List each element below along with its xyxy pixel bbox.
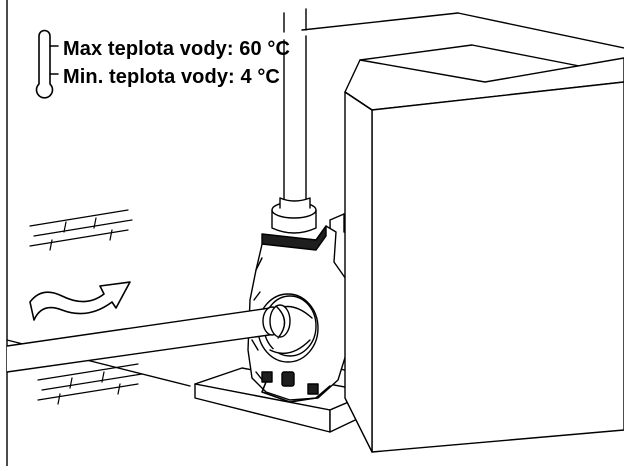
wavy-arrow-icon bbox=[29, 281, 131, 321]
drain-plug bbox=[281, 371, 295, 387]
front-wall-block bbox=[344, 57, 624, 453]
back-wall bbox=[301, 12, 624, 73]
thermometer-icon bbox=[35, 29, 59, 99]
suction-pipe bbox=[6, 304, 291, 373]
brick-mark-left-lower bbox=[37, 363, 143, 405]
vertical-pipes bbox=[283, 8, 307, 209]
pump-outlet bbox=[271, 197, 317, 234]
brick-mark-left-upper bbox=[29, 209, 133, 251]
min-water-temperature-label: Min. teplota vody: 4 °C bbox=[63, 66, 280, 88]
max-water-temperature-label: Max teplota vody: 60 °C bbox=[63, 38, 291, 60]
